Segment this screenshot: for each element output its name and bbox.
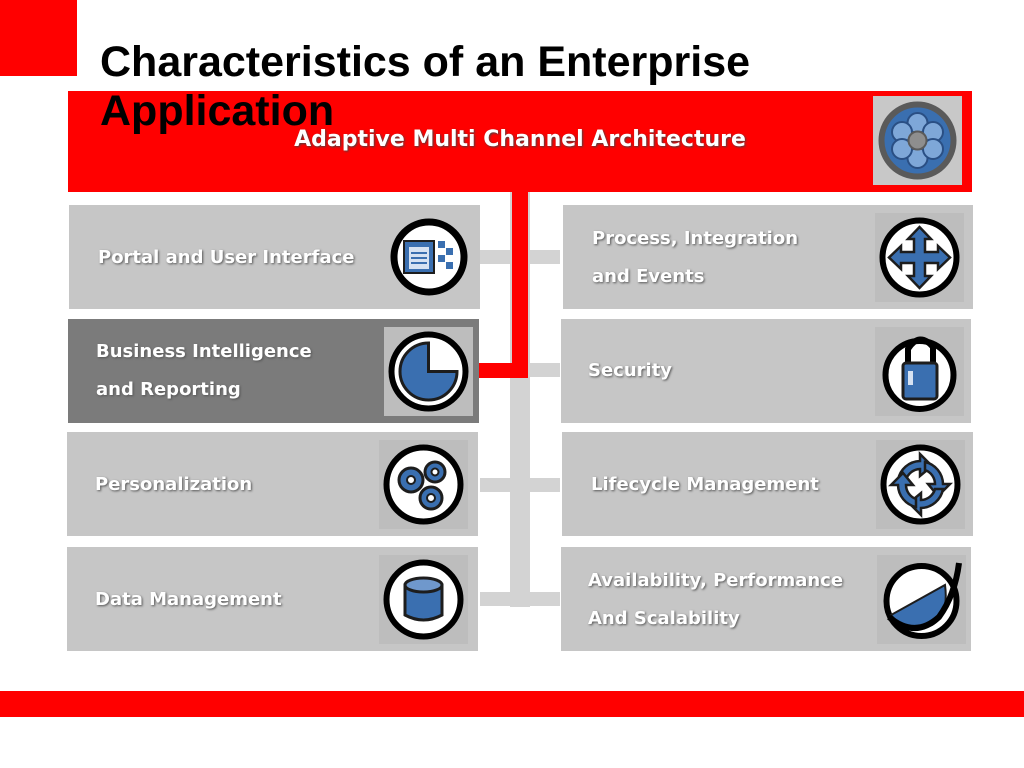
card-label: Lifecycle Management bbox=[591, 474, 819, 495]
page-title: Characteristics of an Enterprise Applica… bbox=[100, 38, 751, 135]
architecture-banner bbox=[68, 91, 972, 192]
database-icon bbox=[379, 555, 468, 644]
card-label: Data Management bbox=[95, 589, 282, 610]
recycle-icon bbox=[876, 440, 965, 529]
connector-line bbox=[480, 592, 560, 606]
padlock-icon bbox=[875, 327, 964, 416]
card-label-line2: and Reporting bbox=[96, 379, 241, 400]
highlight-connector bbox=[479, 363, 528, 378]
capability-card-process-integration[interactable]: Process, Integration and Events bbox=[563, 205, 973, 309]
card-label: Security bbox=[588, 360, 673, 381]
banner-label: Adaptive Multi Channel Architecture bbox=[294, 127, 746, 152]
card-label-line1: Availability, Performance bbox=[588, 570, 844, 591]
capability-card-data-management[interactable]: Data Management bbox=[67, 547, 478, 651]
connector-line bbox=[480, 478, 560, 492]
corner-accent bbox=[0, 0, 77, 76]
capability-card-portal[interactable]: Portal and User Interface bbox=[69, 205, 480, 309]
footer-bar bbox=[0, 691, 1024, 717]
card-label: Personalization bbox=[95, 474, 253, 495]
curve-icon bbox=[877, 555, 966, 644]
capability-card-availability[interactable]: Availability, Performance And Scalabilit… bbox=[561, 547, 971, 651]
card-label: Portal and User Interface bbox=[98, 247, 355, 268]
card-label-line1: Process, Integration bbox=[592, 228, 799, 249]
card-label-line2: and Events bbox=[592, 266, 705, 287]
capability-card-lifecycle[interactable]: Lifecycle Management bbox=[562, 432, 973, 536]
card-label-line1: Business Intelligence bbox=[96, 341, 312, 362]
capability-card-personalization[interactable]: Personalization bbox=[67, 432, 478, 536]
window-icon bbox=[389, 217, 469, 297]
card-label-line2: And Scalability bbox=[588, 608, 740, 629]
highlight-connector bbox=[512, 190, 528, 378]
capability-card-security[interactable]: Security bbox=[561, 319, 971, 423]
capability-card-business-intelligence[interactable]: Business Intelligence and Reporting bbox=[68, 319, 479, 423]
flower-hub-icon bbox=[873, 96, 962, 185]
arrows-icon bbox=[875, 213, 964, 302]
gears-icon bbox=[379, 440, 468, 529]
pie-chart-icon bbox=[384, 327, 473, 416]
